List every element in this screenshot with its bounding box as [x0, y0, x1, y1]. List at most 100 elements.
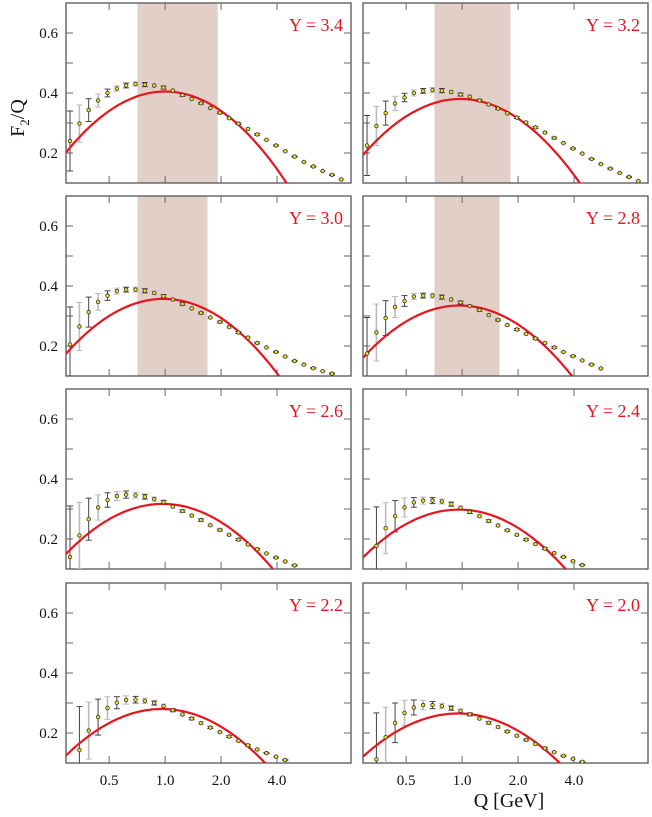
model-curve [363, 508, 568, 569]
data-point [495, 724, 501, 730]
data-point [273, 143, 279, 148]
data-point [170, 88, 176, 93]
panel-2-4: Y = 2.4 [362, 388, 649, 570]
data-point [580, 151, 585, 156]
data-point [561, 349, 566, 355]
data-point [542, 340, 548, 346]
data-point [561, 140, 566, 146]
panel-label: Y = 2.4 [586, 401, 640, 421]
data-point [67, 554, 73, 560]
panel-label: Y = 3.4 [289, 15, 343, 35]
data-point [189, 716, 194, 721]
data-point [283, 757, 288, 763]
data-point [514, 733, 520, 738]
data-point [449, 502, 454, 507]
x-tick-label: 4.0 [565, 773, 584, 789]
data-point [217, 729, 223, 735]
data-point [245, 743, 251, 748]
data-point [180, 712, 185, 717]
data-point [152, 700, 157, 706]
data-point [589, 156, 594, 162]
data-point [142, 288, 148, 293]
data-point [255, 747, 260, 752]
data-point [533, 741, 538, 747]
data-point [402, 505, 407, 510]
data-point [114, 86, 120, 91]
data-point [374, 330, 379, 335]
y-tick-label: 0.6 [39, 219, 58, 235]
data-point [420, 293, 426, 298]
data-point [105, 293, 110, 298]
x-tick-label: 0.5 [397, 773, 416, 789]
data-point [329, 371, 335, 376]
data-point [161, 499, 166, 505]
data-point [283, 354, 288, 359]
data-point [161, 85, 166, 90]
data-point [264, 137, 269, 142]
data-point [114, 700, 120, 705]
data-point [189, 96, 194, 102]
data-point [292, 358, 297, 364]
data-point [458, 300, 463, 305]
data-point [77, 533, 82, 538]
model-curve [66, 502, 275, 569]
data-point [570, 559, 576, 564]
data-point [77, 324, 82, 329]
data-point [133, 493, 138, 498]
y-axis-title: F2/Q [7, 99, 32, 137]
data-point [170, 708, 176, 713]
panel-2-8: Y = 2.8 [362, 195, 649, 377]
data-point [86, 107, 91, 113]
data-point [570, 354, 576, 359]
data-point [236, 121, 241, 126]
data-point [542, 546, 548, 551]
data-point [198, 310, 204, 316]
data-point [86, 517, 91, 522]
data-point [152, 496, 157, 502]
data-point [255, 340, 260, 346]
data-point [589, 362, 594, 367]
data-point [105, 497, 110, 503]
data-point [383, 526, 388, 531]
data-point [467, 509, 473, 515]
y-tick-label: 0.2 [39, 339, 58, 355]
data-point [552, 345, 557, 350]
data-point [311, 366, 316, 371]
data-point [161, 703, 166, 709]
x-tick-label: 1.0 [453, 773, 472, 789]
data-point [273, 555, 279, 560]
data-point [439, 294, 445, 300]
data-point [77, 121, 82, 126]
panel-label: Y = 2.8 [586, 208, 640, 228]
data-point [198, 100, 204, 106]
data-point [180, 301, 185, 307]
data-point [523, 331, 529, 337]
data-point [180, 92, 185, 98]
data-point [226, 532, 232, 537]
data-point [505, 322, 510, 328]
data-point [142, 494, 148, 499]
data-point [570, 146, 576, 151]
data-point [95, 299, 101, 305]
data-point [467, 712, 473, 717]
data-point [226, 324, 232, 330]
model-curve [363, 304, 574, 376]
data-point [264, 551, 269, 556]
data-point [236, 330, 241, 335]
data-point [95, 714, 101, 720]
data-point [245, 542, 251, 547]
data-point [514, 532, 520, 537]
data-point [77, 747, 82, 753]
data-point [392, 720, 398, 725]
data-point [208, 523, 213, 528]
data-point [383, 315, 388, 321]
data-point [523, 120, 529, 125]
data-point [523, 537, 529, 542]
